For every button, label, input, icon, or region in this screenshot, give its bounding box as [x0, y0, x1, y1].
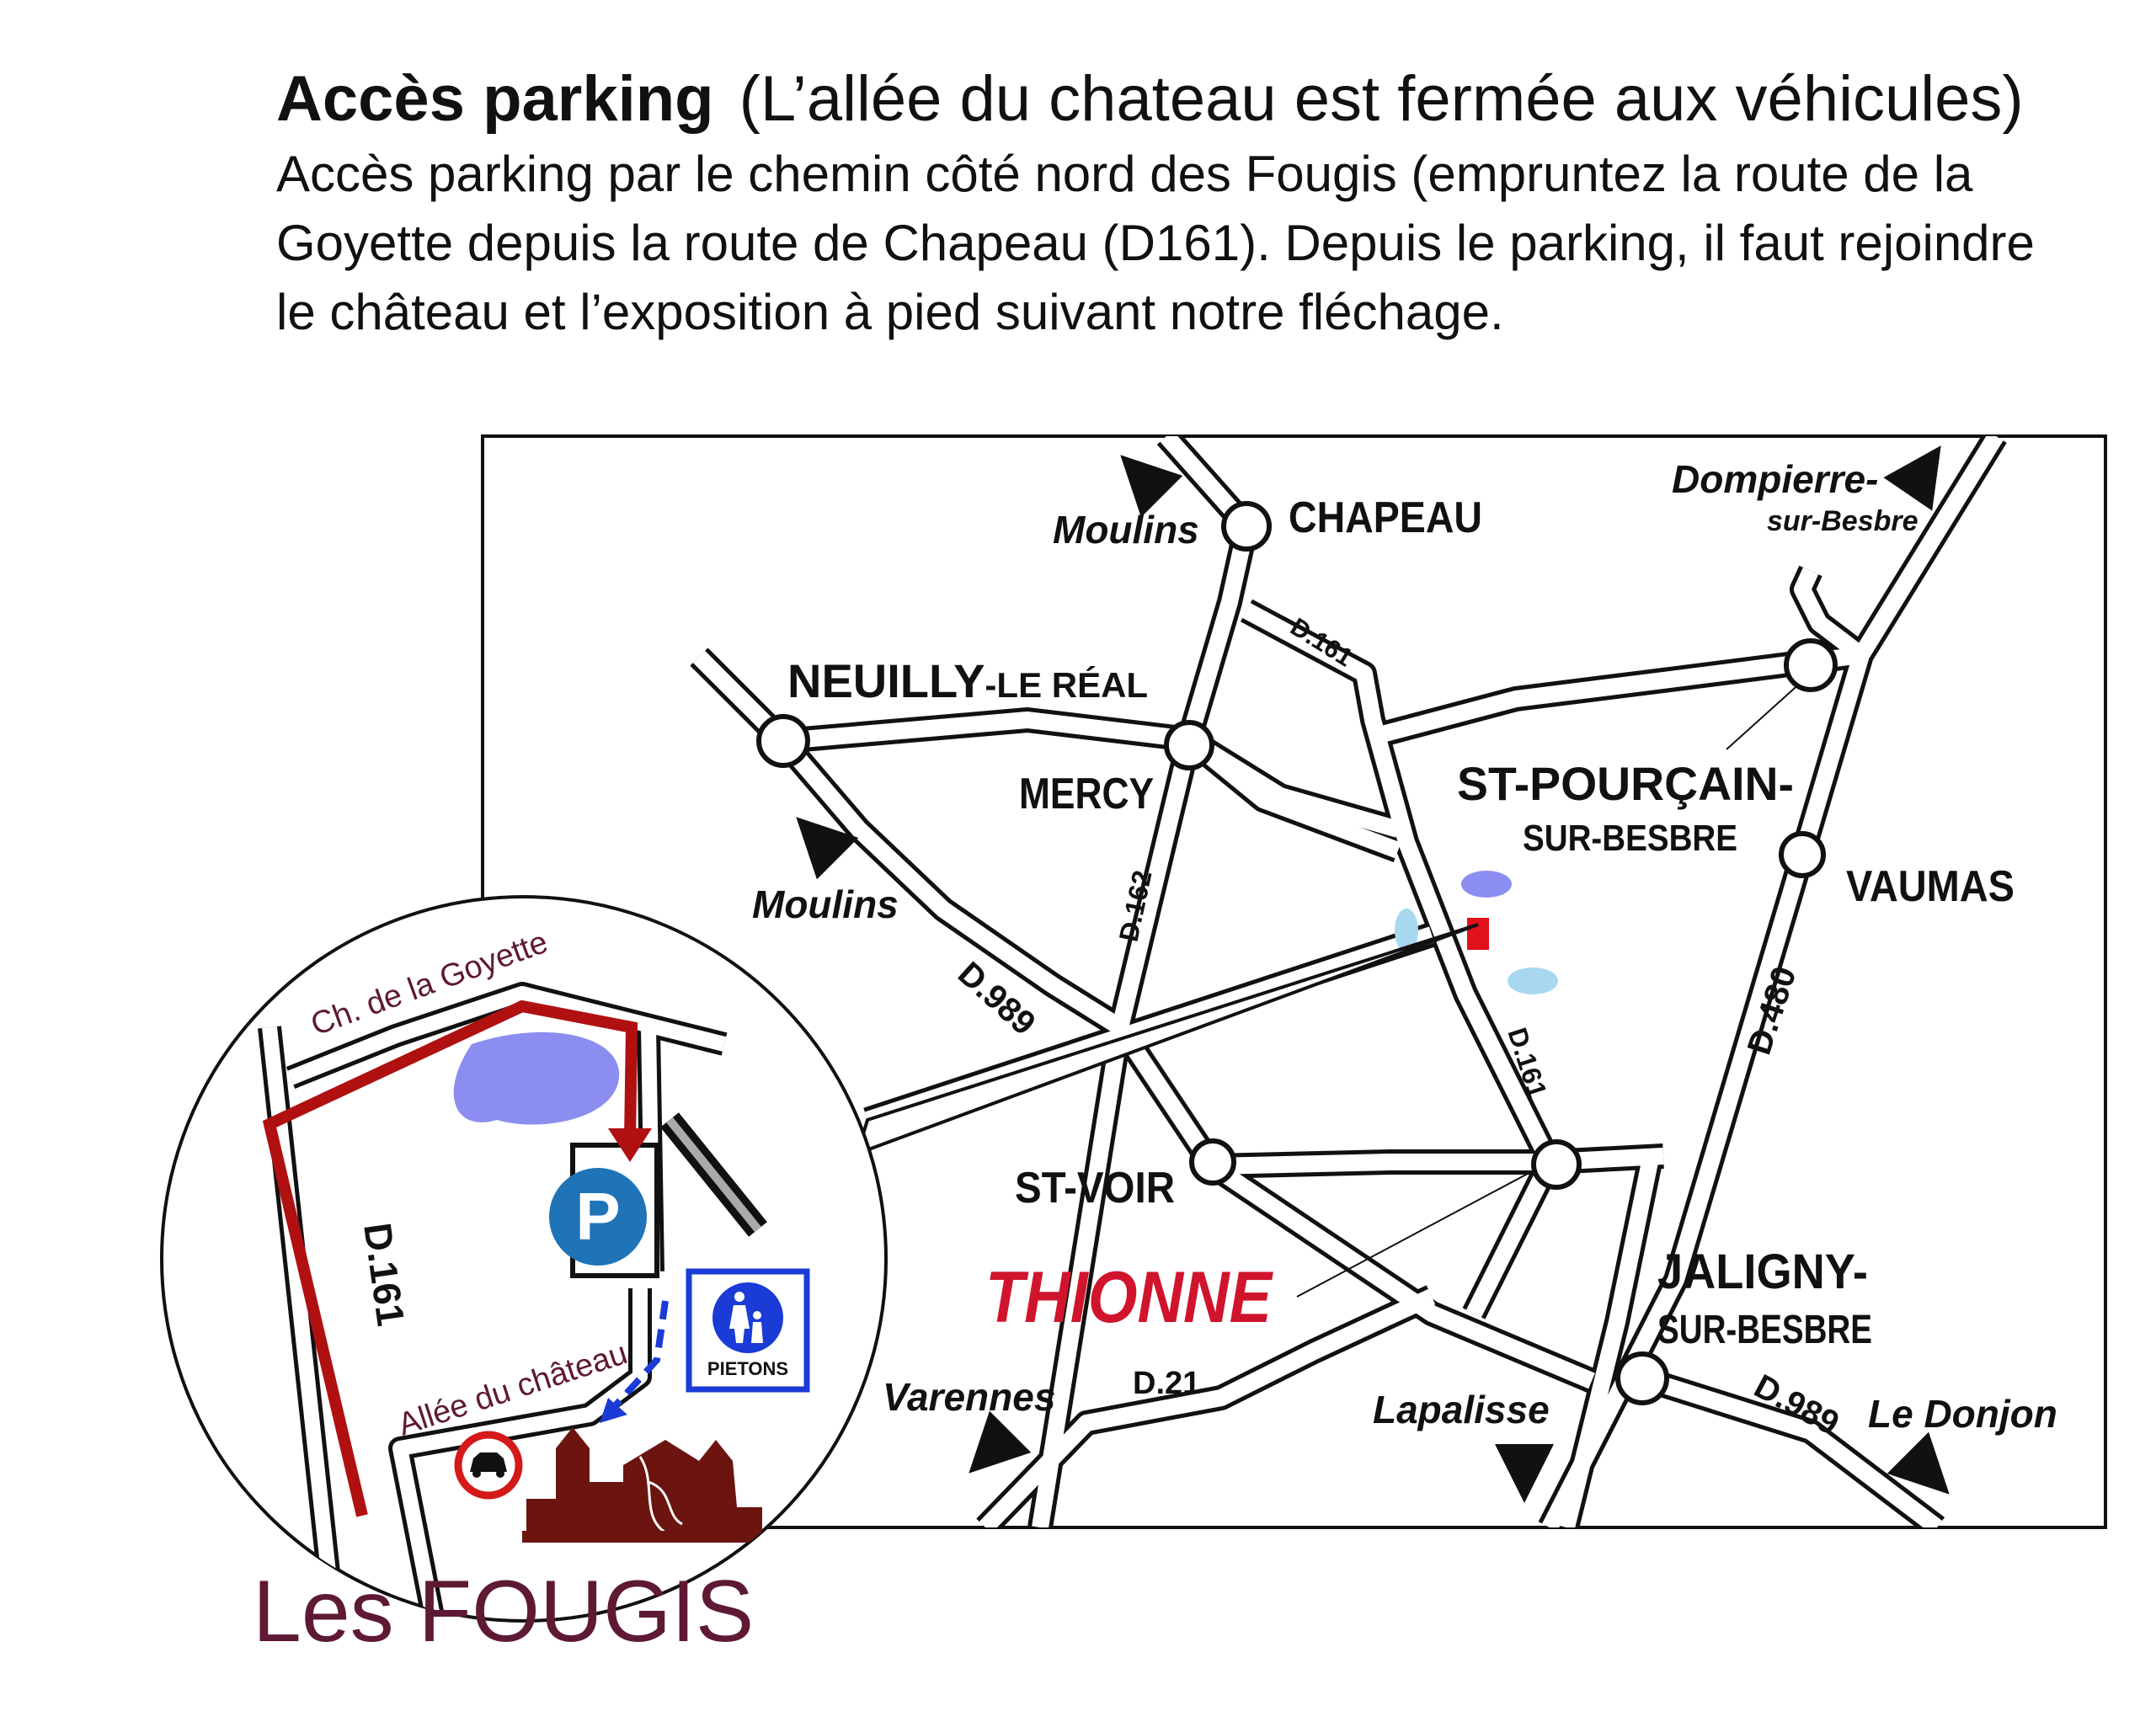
label-varennes: Varennes — [883, 1375, 1055, 1419]
label-moulins-top: Moulins — [1053, 508, 1199, 552]
town-labels: CHAPEAU NEUILLY-LE RÉAL MERCY ST-POURÇAI… — [787, 493, 2015, 1352]
page-title: Accès parking (L’allée du chateau est fer… — [276, 59, 2129, 140]
label-dompierre-2: sur-Besbre — [1767, 505, 1919, 537]
label-le-donjon: Le Donjon — [1868, 1392, 2057, 1436]
brand-logo-text: Les FOUGIS — [253, 1563, 755, 1660]
car-wheel-left — [472, 1469, 481, 1478]
chateau-icon — [526, 1427, 762, 1541]
label-st-pourcain-1: ST-POURÇAIN- — [1457, 757, 1794, 810]
label-st-voir: ST-VOIR — [1015, 1164, 1175, 1213]
label-thionne: THIONNE — [985, 1257, 1273, 1338]
town-circle-vaumas — [1779, 831, 1826, 878]
town-circle-dompierre — [1784, 638, 1838, 692]
label-lapalisse: Lapalisse — [1373, 1388, 1550, 1431]
town-circle-st-voir — [1189, 1138, 1236, 1186]
title-bold: Accès parking — [276, 63, 714, 135]
town-circle-neuilly — [756, 714, 810, 768]
arrow-dompierre — [1883, 445, 1941, 511]
driving-route-arrowhead — [608, 1128, 652, 1162]
label-mercy: MERCY — [1019, 770, 1154, 818]
arrow-moulins-top — [1120, 455, 1183, 518]
inset-map: P PIETONS Ch. de la Goyette D.161 Allée … — [160, 895, 888, 1623]
pond-inset — [453, 1031, 620, 1125]
driving-route — [262, 999, 638, 1517]
pond-2 — [1395, 909, 1418, 952]
pond-3 — [1508, 967, 1558, 994]
label-jaligny-1: JALIGNY- — [1657, 1245, 1868, 1299]
label-vaumas: VAUMAS — [1846, 862, 2015, 911]
leader-thionne — [1296, 1161, 1550, 1298]
title-note: (L’allée du chateau est fermée aux véhic… — [739, 63, 2024, 135]
label-chapeau: CHAPEAU — [1289, 493, 1482, 542]
arrow-moulins-left — [796, 817, 859, 880]
arrow-le-donjon — [1886, 1431, 1950, 1495]
pond-1 — [1461, 871, 1512, 898]
pedestrian-sign-disc — [712, 1282, 783, 1353]
chateau-ornament — [638, 1456, 683, 1534]
road-label-d21: D.21 — [1133, 1366, 1200, 1401]
instructions-line-2: Goyette depuis la route de Chapeau (D161… — [276, 215, 2035, 271]
walking-route-arrowhead — [600, 1398, 627, 1423]
page-header: Accès parking (L’allée du chateau est fer… — [276, 59, 2129, 347]
car-icon — [470, 1452, 507, 1472]
direction-labels: Moulins Moulins Dompierre- sur-Besbre Va… — [752, 457, 2057, 1436]
instructions-line-3: le château et l’exposition à pied suivan… — [276, 284, 1504, 340]
chateau-base — [522, 1531, 775, 1543]
town-circle-thionne — [1531, 1139, 1582, 1190]
pedestrian-icon — [729, 1292, 763, 1343]
walking-route — [612, 1300, 669, 1409]
label-jaligny-2: SUR-BESBRE — [1657, 1308, 1872, 1352]
label-neuilly: NEUILLY-LE RÉAL — [787, 654, 1148, 707]
chateau-marker — [1467, 918, 1489, 950]
parking-sign-letter: P — [575, 1179, 620, 1254]
town-circle-mercy — [1164, 720, 1214, 770]
label-neuilly-main: NEUILLY — [787, 654, 985, 707]
pedestrian-sign-label: PIETONS — [707, 1358, 788, 1379]
direction-arrows — [796, 445, 1950, 1503]
instructions-line-1: Accès parking par le chemin côté nord de… — [276, 146, 1973, 202]
label-neuilly-sub: -LE RÉAL — [985, 665, 1148, 705]
town-markers — [756, 501, 1838, 1405]
label-st-pourcain-2: SUR-BESBRE — [1523, 818, 1737, 859]
label-moulins-left: Moulins — [752, 882, 899, 926]
town-circle-chapeau — [1221, 501, 1272, 552]
town-circle-jaligny — [1615, 1351, 1669, 1405]
parking-sign — [549, 1168, 647, 1266]
arrow-varennes — [969, 1410, 1032, 1474]
car-wheel-right — [496, 1469, 504, 1478]
label-dompierre-1: Dompierre- — [1672, 457, 1878, 501]
